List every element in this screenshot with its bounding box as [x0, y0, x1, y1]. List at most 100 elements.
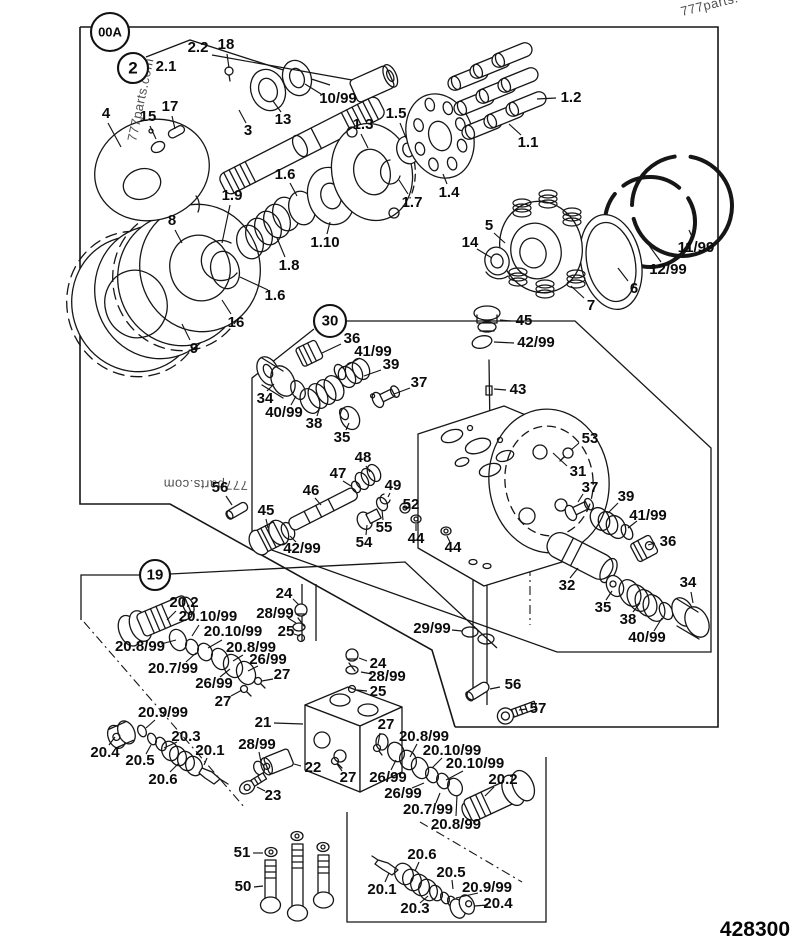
svg-text:41/99: 41/99: [629, 507, 667, 524]
svg-text:45: 45: [258, 502, 275, 519]
part-label: 32: [559, 567, 579, 594]
part-label: 40/99: [265, 395, 303, 421]
svg-text:37: 37: [582, 479, 599, 496]
part-label: 38: [306, 406, 323, 432]
svg-text:26/99: 26/99: [195, 675, 233, 692]
svg-text:1.6: 1.6: [265, 287, 286, 304]
svg-text:20.2: 20.2: [488, 771, 517, 788]
part-label: 20.3: [163, 728, 201, 749]
subassembly-boundaries: [80, 39, 712, 923]
part-label: 42/99: [493, 334, 555, 351]
part-label: 25: [278, 623, 301, 640]
svg-text:39: 39: [618, 488, 635, 505]
svg-text:1.1: 1.1: [518, 134, 539, 151]
svg-text:1.3: 1.3: [353, 116, 374, 133]
svg-text:36: 36: [344, 330, 361, 347]
svg-text:27: 27: [378, 716, 395, 733]
part-label: 1.8: [276, 237, 299, 274]
svg-text:43: 43: [510, 381, 527, 398]
part-label: 36: [321, 330, 361, 354]
svg-text:12/99: 12/99: [649, 261, 687, 278]
part-label: 20.10/99: [423, 742, 481, 769]
svg-text:20.5: 20.5: [125, 752, 154, 769]
svg-text:20.2: 20.2: [169, 594, 198, 611]
svg-text:46: 46: [303, 482, 320, 499]
part-label: 24: [276, 585, 300, 606]
svg-text:7: 7: [587, 297, 595, 314]
svg-text:29/99: 29/99: [413, 620, 451, 637]
svg-text:5: 5: [485, 217, 493, 234]
svg-text:9: 9: [190, 340, 198, 357]
svg-text:26/99: 26/99: [384, 785, 422, 802]
part-label: 20.5: [125, 744, 155, 769]
svg-text:38: 38: [306, 415, 323, 432]
svg-text:2.2: 2.2: [188, 39, 209, 56]
part-label: 5: [485, 217, 506, 244]
svg-text:20.4: 20.4: [483, 895, 513, 912]
part-label: 45: [258, 502, 275, 529]
part-label: 45: [499, 312, 532, 329]
svg-text:44: 44: [445, 539, 462, 556]
svg-text:20.10/99: 20.10/99: [446, 755, 504, 772]
svg-text:16: 16: [228, 314, 245, 331]
part-label: 20.9/99: [455, 879, 512, 899]
part-label: 26/99: [195, 668, 233, 692]
svg-text:1.10: 1.10: [310, 234, 339, 251]
part-label: 27: [215, 689, 243, 710]
part-label: 20.4: [473, 895, 513, 912]
part-label: 35: [595, 590, 613, 616]
part-label: 20.10/99: [445, 755, 504, 781]
svg-text:17: 17: [162, 98, 179, 115]
part-label: 14: [462, 234, 493, 259]
part-label: 1.3: [353, 116, 374, 149]
part-label: 1.6: [239, 276, 286, 304]
part-label: 20.8/99: [399, 728, 449, 758]
part-label: 27: [377, 716, 395, 745]
part-label: 15: [140, 108, 157, 140]
svg-text:20.3: 20.3: [400, 900, 429, 917]
part-label: 23: [256, 786, 281, 804]
svg-text:27: 27: [274, 666, 291, 683]
svg-text:1.2: 1.2: [561, 89, 582, 106]
part-label: 8: [168, 212, 183, 244]
svg-text:6: 6: [630, 280, 638, 297]
part-label: 20.3: [400, 895, 430, 917]
part-label: 50: [235, 878, 264, 895]
svg-text:35: 35: [595, 599, 612, 616]
part-label: 20.8/99: [226, 639, 276, 662]
svg-text:20.7/99: 20.7/99: [403, 801, 453, 818]
svg-text:40/99: 40/99: [628, 629, 666, 646]
assembly-callout-30: 30: [312, 303, 348, 339]
svg-text:27: 27: [215, 693, 232, 710]
svg-text:1.5: 1.5: [386, 105, 407, 122]
assembly-callout-19: 19: [138, 558, 172, 592]
svg-text:20.7/99: 20.7/99: [148, 660, 198, 677]
svg-text:11/99: 11/99: [678, 239, 715, 256]
part-label: 36: [647, 533, 676, 550]
svg-text:10/99: 10/99: [319, 90, 357, 107]
svg-text:42/99: 42/99: [517, 334, 555, 351]
svg-text:20.8/99: 20.8/99: [431, 816, 481, 833]
part-label: 1.4: [439, 173, 460, 201]
svg-text:52: 52: [403, 496, 420, 513]
part-label: 20.2: [166, 594, 199, 621]
part-label: 20.8/99: [115, 638, 177, 655]
part-label: 20.10/99: [179, 608, 237, 637]
part-label: 2.1: [156, 58, 177, 75]
part-label: 28/99: [360, 668, 406, 685]
part-label: 38: [620, 602, 641, 628]
part-label: 20.7/99: [148, 652, 198, 677]
svg-text:2: 2: [128, 59, 137, 78]
part-label: 3: [238, 109, 252, 139]
svg-text:20.4: 20.4: [90, 744, 120, 761]
part-label: 20.9/99: [138, 704, 188, 729]
part-label: 27: [261, 666, 291, 683]
part-label: 4: [102, 105, 122, 148]
svg-text:20.1: 20.1: [195, 742, 224, 759]
part-label: 44: [408, 524, 425, 547]
part-label: 51: [234, 844, 263, 861]
svg-text:20.6: 20.6: [148, 771, 177, 788]
svg-text:20.9/99: 20.9/99: [462, 879, 512, 896]
part-label: 37: [577, 479, 599, 503]
